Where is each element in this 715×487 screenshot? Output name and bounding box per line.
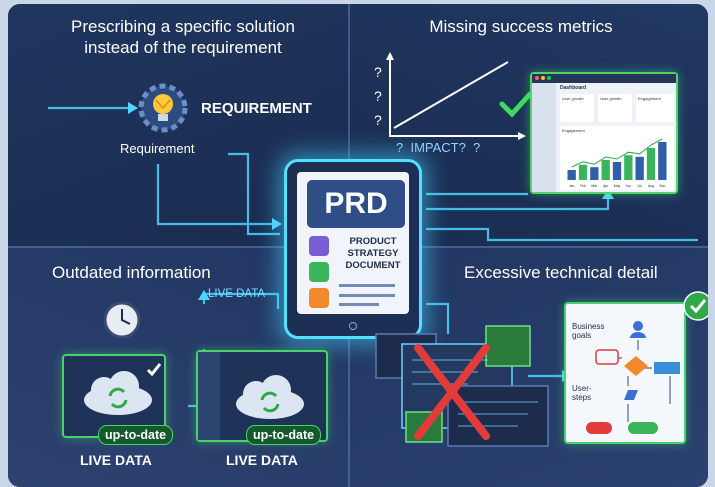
month-tick-label: Apr [603,184,609,188]
flow-label-live-data: LIVE DATA [208,288,266,300]
month-tick-label: Sep [659,184,665,188]
screen-window-1 [62,354,166,438]
flow-label: User- steps [572,384,592,402]
dashboard-sidebar [532,83,556,192]
up-to-date-badge-2: up-to-date [246,425,322,445]
infographic-frame: Prescribing a specific solution instead … [8,4,708,487]
month-tick-label: May [614,184,621,188]
live-data-caption-2: LIVE DATA [226,452,298,468]
engagement-trend-line [571,138,663,168]
card-label: User growth [600,96,622,101]
text-line [339,303,379,306]
dashboard-titlebar [532,74,676,83]
clock-icon [103,301,141,339]
flowchart-window: Business goals User- steps [564,302,686,444]
circuit-board-cluster [375,325,549,447]
engagement-bars: Jan Feb Mar Apr May Jun Jul Aug Sep [567,138,667,188]
engagement-bar [590,167,599,180]
chart-title: Engagement [562,128,585,133]
dashboard-card: User growth [560,94,594,122]
text-line [339,284,395,287]
settings-icon [309,236,329,256]
engagement-bar [635,156,644,180]
month-tick-label: Jul [637,184,642,188]
title-technical-detail: Excessive technical detail [464,263,658,282]
text-line [339,294,395,297]
flow-label: Business goals [572,322,605,340]
document-title: PRODUCT STRATEGY DOCUMENT [345,236,401,271]
up-to-date-badge-1: up-to-date [98,425,174,445]
card-label: User growth [562,96,584,101]
month-tick-label: Jan [569,184,575,188]
chart-icon [309,262,329,282]
title-solution-prescribing: Prescribing a specific solution instead … [38,16,328,58]
engagement-chart-panel: Engagement Jan Feb Mar Apr May Jun Jul Aug Sep [560,126,674,190]
question-mark-3: ? [374,112,382,128]
engagement-bar [567,170,576,180]
gear-label: REQUIREMENT [201,100,312,117]
title-missing-metrics: Missing success metrics [429,17,613,36]
month-tick-label: Feb [580,184,586,188]
engagement-bar [601,160,610,180]
month-tick-label: Aug [648,184,654,188]
title-line-1: Prescribing a specific solution [71,17,295,36]
engagement-bar [612,162,622,180]
live-data-caption-1: LIVE DATA [80,452,152,468]
engagement-bar [624,155,633,180]
success-checkmark-icon [499,91,533,118]
dashboard-window: Dashboard User growth User growth Engage… [530,72,678,194]
window-dot [547,76,551,80]
title-outdated-info: Outdated information [52,263,211,282]
tablet-screen: PRD PRODUCT STRATEGY DOCUMENT [297,172,409,314]
cloud-sync-icon [84,363,162,415]
dashboard-title: Dashboard [560,85,587,91]
impact-axes [386,52,526,140]
prd-tablet: PRD PRODUCT STRATEGY DOCUMENT [284,159,422,339]
dashboard-card: User growth [598,94,632,122]
question-mark-1: ? [374,64,382,80]
gear-lightbulb-icon [138,83,188,133]
cloud-sync-icon [236,375,304,419]
title-line-2: instead of the requirement [84,38,282,57]
flowchart-checkmark-icon [683,291,708,321]
engagement-bar [658,142,667,180]
engagement-bar [578,164,588,180]
requirement-label: Requirement [120,141,195,156]
document-icon [309,288,329,308]
month-tick-label: Mar [591,184,598,188]
window-dot [541,76,545,80]
impact-label: ? IMPACT? ? [396,140,481,155]
card-label: Engagement [638,96,661,101]
flowchart-diagram [586,321,680,434]
month-tick-label: Jun [626,184,632,188]
screen-sidebar [198,352,220,440]
connector-lines [48,102,698,408]
tablet-home-button [349,322,357,330]
engagement-bar [646,148,656,180]
question-mark-2: ? [374,88,382,104]
window-dot [535,76,539,80]
dashboard-card: Engagement [636,94,674,122]
prd-badge: PRD [307,180,405,228]
